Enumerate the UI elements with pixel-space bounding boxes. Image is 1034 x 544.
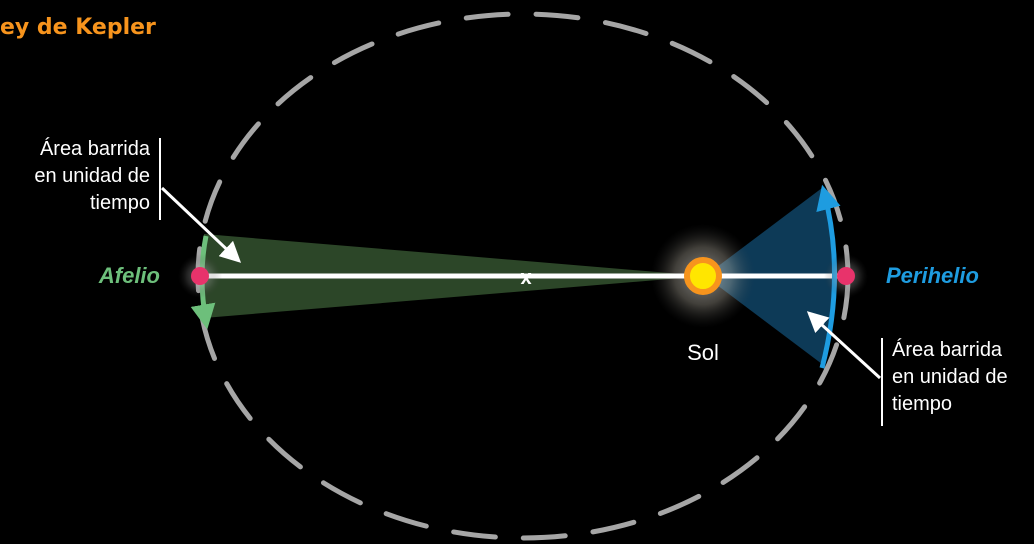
annotation-right-line-3: tiempo bbox=[892, 393, 952, 415]
annotation-right-line-2: en unidad de bbox=[892, 366, 1008, 388]
annotation-right: Área barrida en unidad de tiempo bbox=[806, 311, 1008, 426]
page-title: ey de Kepler bbox=[0, 15, 156, 40]
annotation-left-line-1: Área barrida bbox=[40, 137, 151, 160]
aphelion-label: Afelio bbox=[98, 263, 160, 288]
sun bbox=[684, 257, 722, 295]
annotation-left-line-2: en unidad de bbox=[34, 165, 150, 187]
perihelion-planet bbox=[837, 267, 855, 285]
annotation-right-line-1: Área barrida bbox=[892, 338, 1003, 361]
sun-label: Sol bbox=[687, 340, 719, 365]
annotation-right-pointer bbox=[806, 311, 882, 380]
perihelion-label: Perihelio bbox=[886, 263, 979, 288]
annotation-left-pointer bbox=[160, 186, 242, 263]
empty-focus-mark: x bbox=[520, 267, 531, 289]
aphelion-planet bbox=[191, 267, 209, 285]
annotation-left-line-3: tiempo bbox=[90, 192, 150, 214]
annotation-left: Área barrida en unidad de tiempo bbox=[34, 137, 242, 263]
